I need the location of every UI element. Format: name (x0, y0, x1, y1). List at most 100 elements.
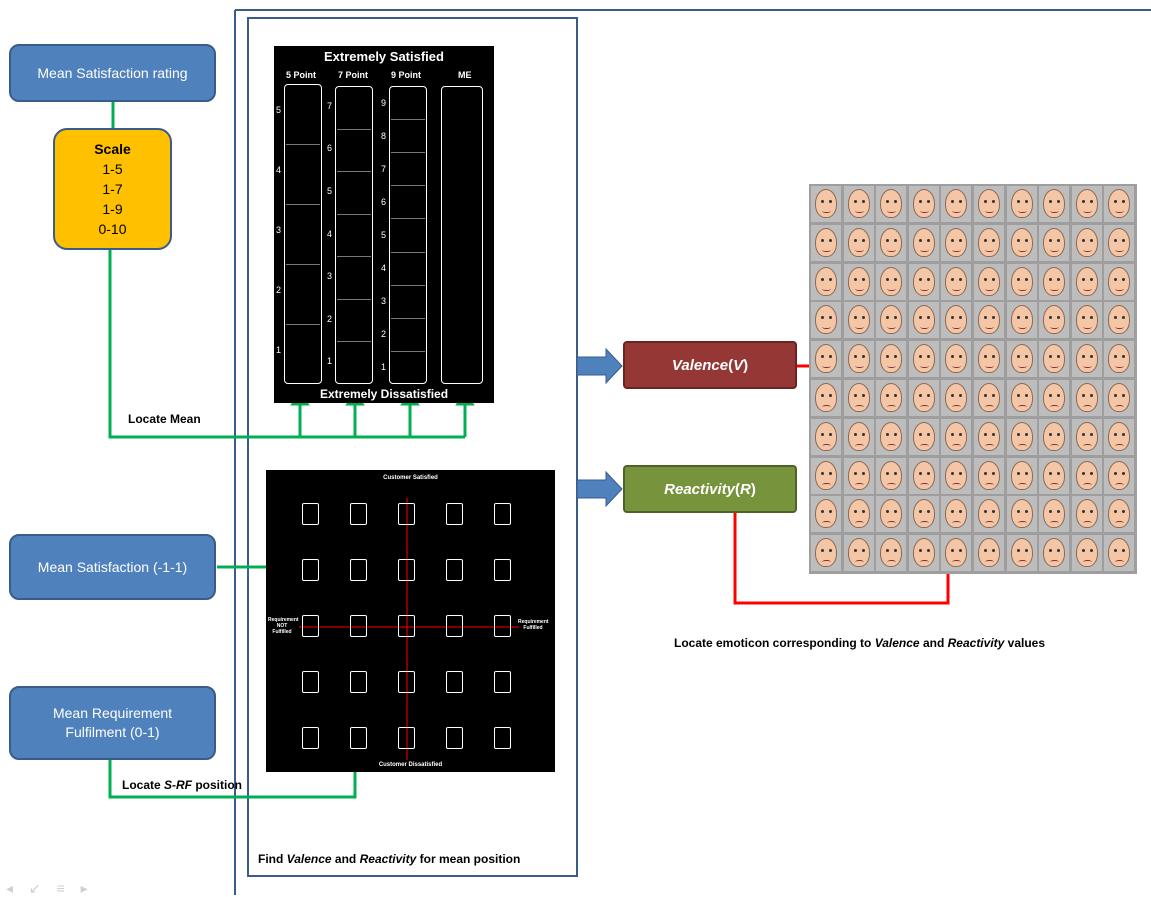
face-icon (1010, 266, 1033, 296)
emoticon-face (1006, 457, 1037, 494)
face-icon (912, 227, 935, 257)
scale-title: Scale (94, 141, 131, 157)
grid-cell (398, 727, 415, 749)
scale-tick (391, 350, 425, 352)
emoticon-face (843, 418, 874, 455)
emoticon-face (1104, 380, 1135, 416)
emoticon-face (1006, 535, 1037, 572)
block-arrow-valence (576, 347, 623, 385)
scale-tick (286, 144, 320, 145)
emoticon-face (843, 263, 874, 300)
face-icon (815, 460, 837, 490)
scale-tick-label: 5 (381, 230, 387, 241)
grid-cell (350, 671, 367, 693)
emoticon-face (908, 341, 939, 378)
grid-cell (494, 503, 511, 525)
emoticon-face (941, 186, 972, 222)
emoticon-face (876, 263, 907, 300)
emoticon-face (843, 302, 874, 339)
scale-tick-label: 6 (327, 143, 333, 154)
scale-item: 1-7 (102, 181, 123, 197)
scale-tick-label: 8 (381, 130, 387, 141)
face-icon (880, 421, 903, 451)
emoticon-face (941, 496, 972, 533)
emoticon-face (1071, 263, 1102, 300)
scale-tick-label: 6 (381, 196, 387, 207)
scale-panel: Extremely Satisfied 5 Point 7 Point 9 Po… (274, 46, 494, 403)
center-frame (247, 17, 578, 877)
emoticon-face (811, 535, 841, 572)
face-icon (912, 460, 935, 490)
emoticon-face (1071, 380, 1102, 416)
face-icon (1010, 227, 1033, 257)
scale-tick-label: 4 (276, 165, 282, 175)
face-icon (847, 538, 870, 568)
face-icon (847, 460, 870, 490)
face-icon (1043, 189, 1066, 218)
scale-tick-label: 1 (327, 356, 333, 367)
emoticon-face (1039, 341, 1070, 378)
face-icon (880, 344, 903, 374)
emoticon-face (1006, 186, 1037, 222)
face-icon (1075, 421, 1098, 451)
emoticon-face (974, 496, 1004, 533)
face-icon (978, 305, 1000, 335)
scale-tick (391, 317, 425, 319)
grid-cell (446, 727, 463, 749)
scale-tick-label: 3 (276, 225, 282, 235)
emoticon-face (941, 535, 972, 572)
emoticon-face (843, 535, 874, 572)
face-icon (1010, 305, 1033, 335)
grid-cell (302, 615, 319, 637)
slide-nav-icons[interactable]: ◂ ↙ ≡ ▸ (6, 880, 94, 896)
locate-mean-label: Locate Mean (128, 412, 201, 426)
face-icon (1108, 344, 1131, 374)
face-icon (945, 538, 968, 568)
face-icon (1043, 421, 1066, 451)
face-icon (978, 460, 1000, 490)
face-icon (1108, 383, 1131, 412)
scale-tick (391, 218, 425, 220)
emoticon-face (1104, 263, 1135, 300)
face-icon (1010, 538, 1033, 568)
scale-tick-label: 1 (276, 345, 282, 355)
face-icon (1075, 499, 1098, 529)
face-icon (1043, 227, 1066, 257)
requirement-fulfilled-label: Requirement Fulfilled (518, 619, 549, 631)
scale-column-5 (284, 84, 322, 384)
grid-cell (494, 559, 511, 581)
emoticon-face (843, 496, 874, 533)
face-icon (847, 344, 870, 374)
grid-cell (446, 559, 463, 581)
emoticon-face (974, 457, 1004, 494)
emoticon-face (908, 418, 939, 455)
requirement-not-fulfilled-label: Requirement NOT Fulfilled (268, 617, 299, 635)
grid-cell (446, 503, 463, 525)
emoticon-face (843, 224, 874, 261)
emoticon-face (876, 224, 907, 261)
face-icon (815, 421, 837, 451)
emoticon-face (974, 380, 1004, 416)
scale-tick (391, 152, 425, 154)
emoticon-face (974, 535, 1004, 572)
face-icon (1010, 499, 1033, 529)
emoticon-face (1006, 302, 1037, 339)
scale-tick-label: 7 (381, 163, 387, 174)
scale-tick-label: 3 (327, 271, 333, 282)
emoticon-face (974, 341, 1004, 378)
locate-srf-label: Locate S-RF position (122, 778, 243, 792)
block-arrow-reactivity (576, 470, 623, 508)
scale-column-9 (389, 86, 427, 384)
emoticon-face (941, 418, 972, 455)
face-icon (1108, 460, 1131, 490)
emoticon-face (811, 496, 841, 533)
face-icon (1108, 499, 1131, 529)
face-icon (1010, 383, 1033, 412)
extremely-dissatisfied-label: Extremely Dissatisfied (319, 387, 449, 401)
grid-cell (398, 559, 415, 581)
emoticon-face (1039, 535, 1070, 572)
emoticon-face (1071, 457, 1102, 494)
face-icon (1108, 421, 1131, 451)
emoticon-face (1071, 302, 1102, 339)
face-icon (1108, 227, 1131, 257)
